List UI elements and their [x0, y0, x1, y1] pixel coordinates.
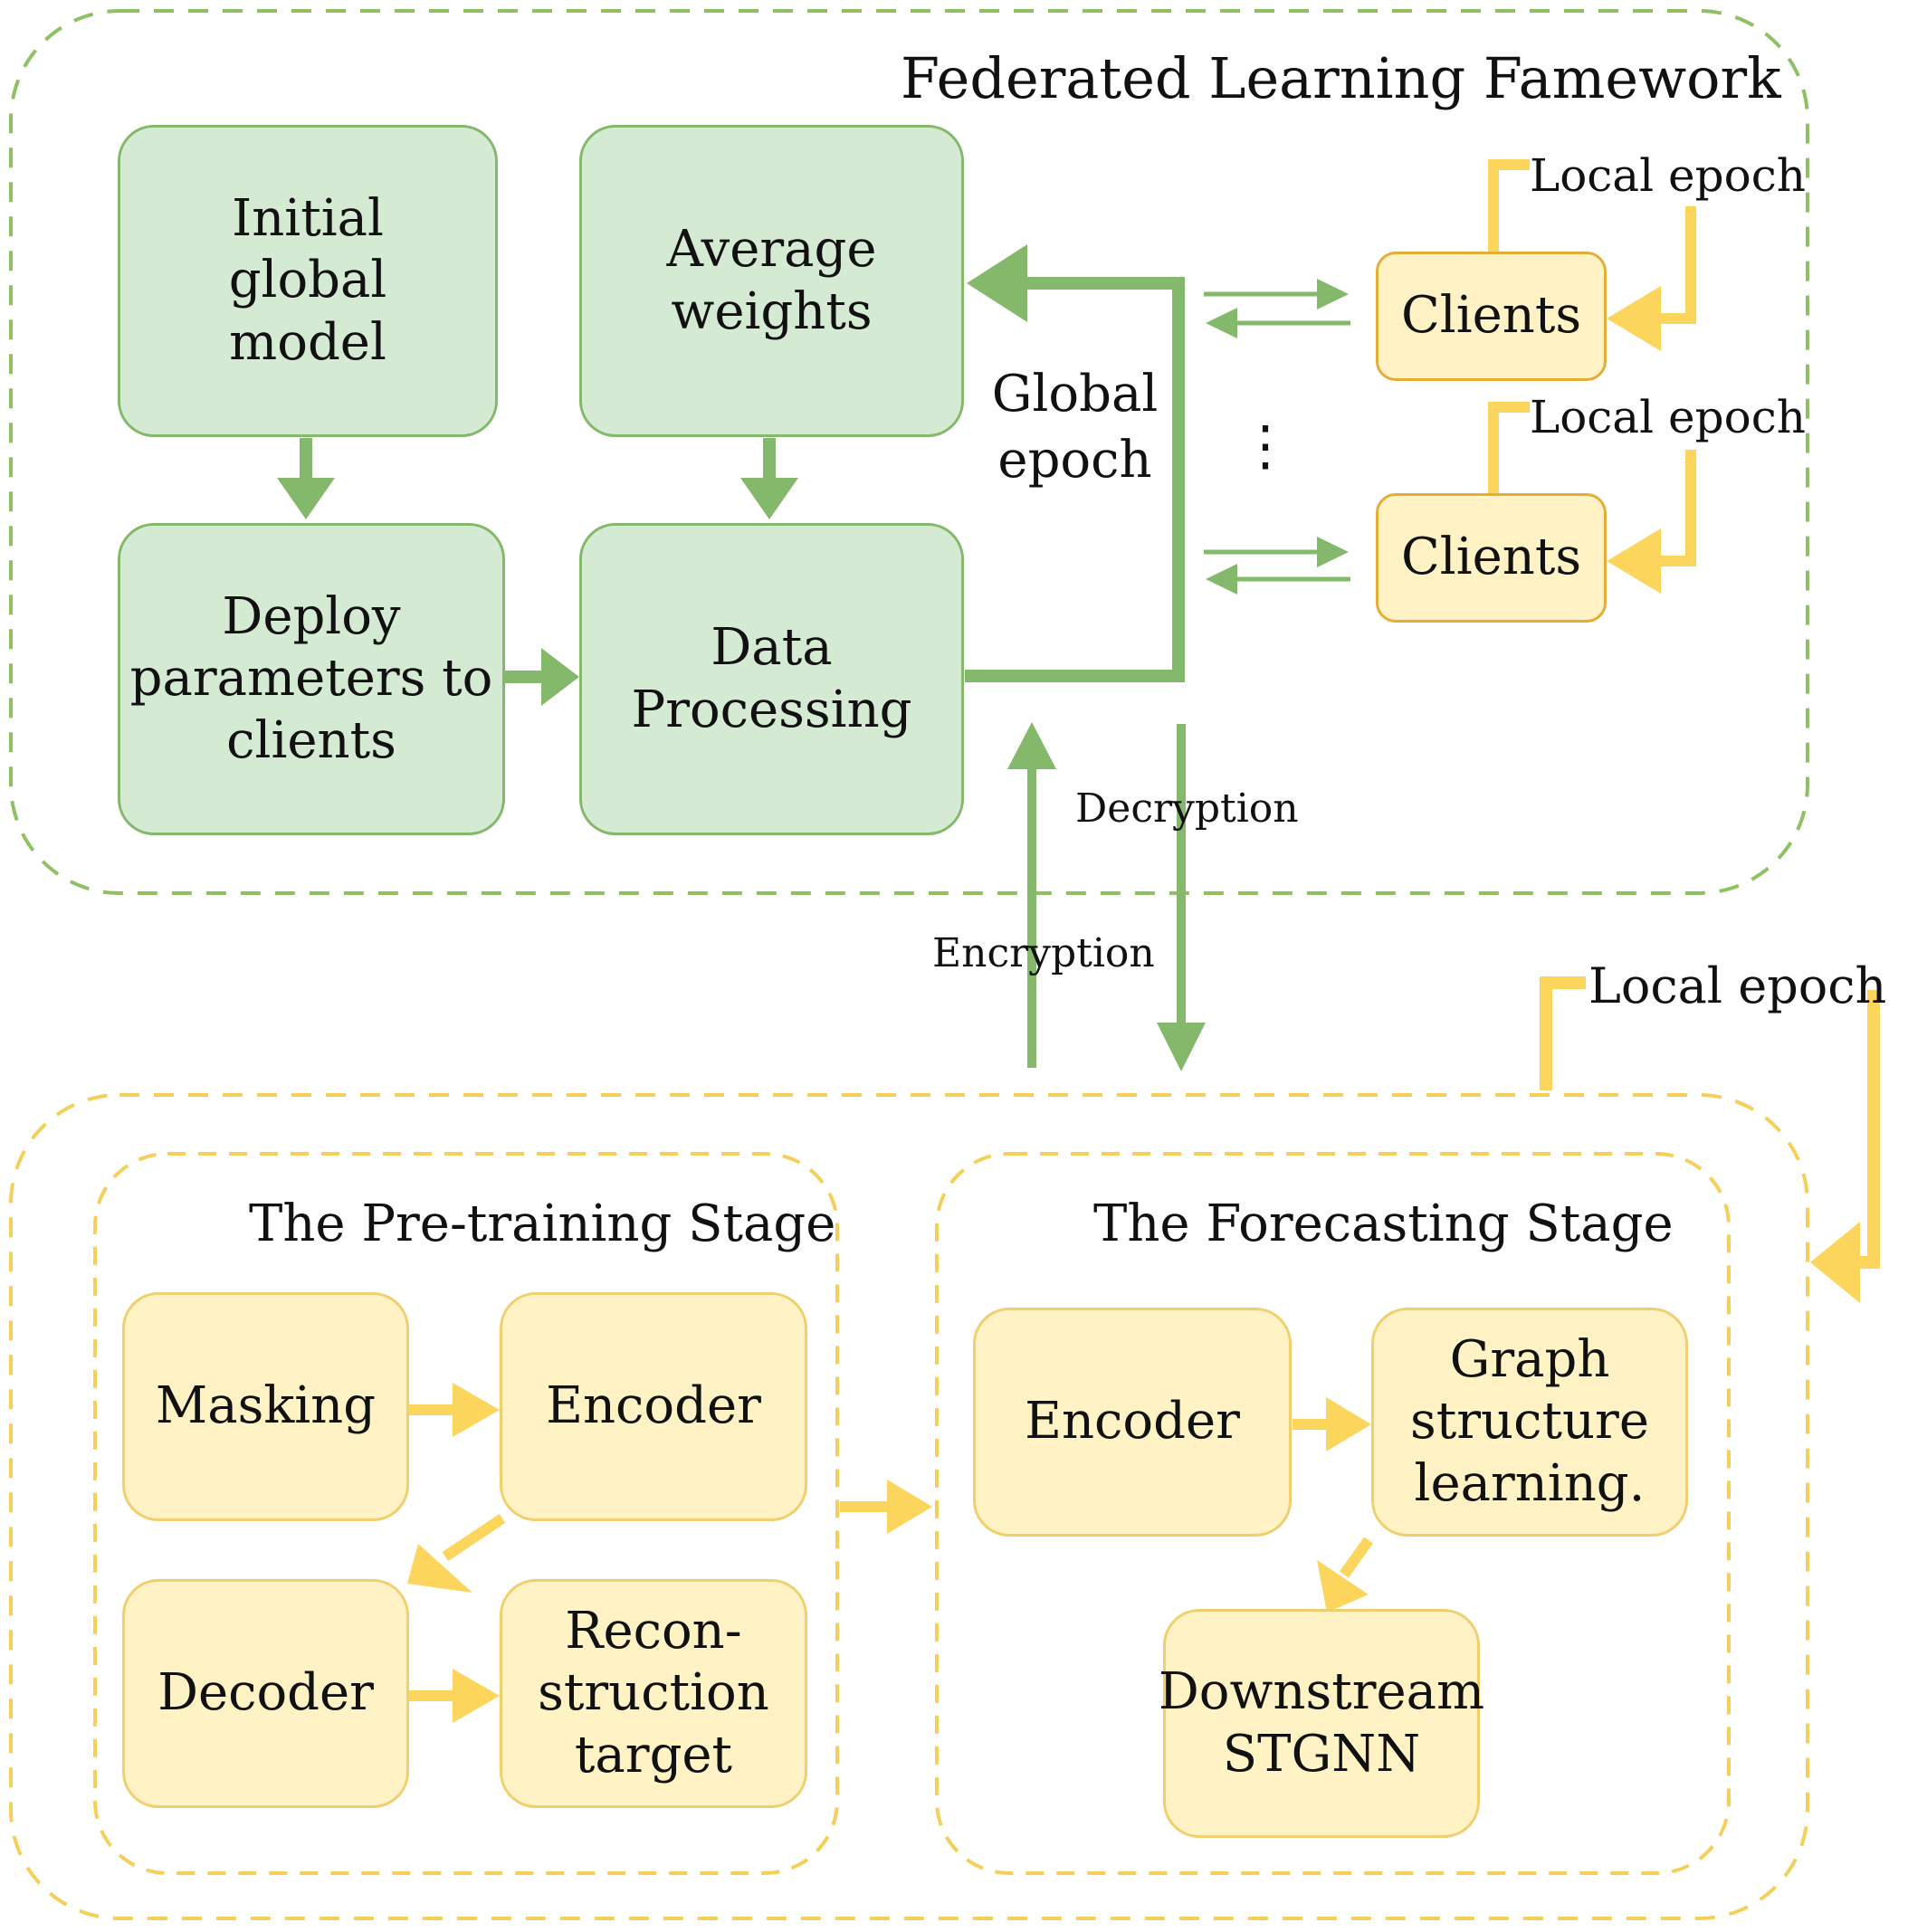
- pretraining-stage-container: [93, 1152, 839, 1875]
- pretraining-encoder-box: Encoder: [500, 1292, 807, 1521]
- global-epoch-loop-head: [967, 244, 1027, 322]
- local-stage-epoch-head: [1810, 1222, 1860, 1303]
- exchange-arrow-in-1-head: [1206, 308, 1237, 338]
- exchange-arrow-in-2-head: [1206, 564, 1237, 595]
- federated-framework-container: [9, 9, 1809, 895]
- graph-structure-learning-label: Graph structure learning.: [1410, 1330, 1649, 1513]
- client-1-local-epoch-return: [1656, 206, 1696, 324]
- global-epoch-loop: [965, 277, 1185, 682]
- decoder-box: Decoder: [122, 1579, 409, 1808]
- client-2-local-epoch-head: [1607, 528, 1661, 594]
- reconstruction-target-box: Recon- struction target: [500, 1579, 807, 1808]
- arrow-deploy-to-data-head: [541, 648, 579, 706]
- pretraining-encoder-label: Encoder: [546, 1376, 761, 1436]
- arrow-encoder-to-graph-head: [1326, 1397, 1371, 1451]
- reconstruction-target-label: Recon- struction target: [538, 1602, 769, 1784]
- local-stage-epoch-return: [1851, 990, 1880, 1269]
- forecasting-stage-title: The Forecasting Stage: [1093, 1194, 1674, 1253]
- arrow-graph-to-downstream: [1340, 1537, 1373, 1578]
- client-2-local-epoch-label: Local epoch: [1530, 391, 1806, 443]
- decryption-label: Decryption: [1075, 785, 1299, 832]
- clients-ellipsis: ⋮: [1238, 414, 1293, 478]
- local-stage-epoch-label: Local epoch: [1588, 957, 1887, 1014]
- data-processing-box: Data Processing: [579, 523, 964, 835]
- exchange-arrow-out-2-head: [1317, 537, 1349, 567]
- masking-label: Masking: [155, 1376, 377, 1436]
- initial-global-model-box: Initial global model: [118, 125, 498, 437]
- average-weights-box: Average weights: [579, 125, 964, 437]
- graph-structure-learning-box: Graph structure learning.: [1371, 1308, 1688, 1537]
- client-1-local-epoch-label: Local epoch: [1530, 149, 1806, 202]
- average-weights-label: Average weights: [666, 220, 877, 341]
- global-epoch-label: Global epoch: [991, 365, 1159, 490]
- downstream-stgnn-label: Downstream STGNN: [1158, 1662, 1485, 1784]
- arrow-encoder-to-decoder-head: [407, 1544, 472, 1593]
- decryption-arrow-head: [1157, 1023, 1206, 1071]
- local-stage-epoch-loop: [1540, 976, 1586, 1090]
- arrow-graph-to-downstream-head: [1317, 1560, 1369, 1613]
- arrow-masking-to-encoder-head: [453, 1383, 500, 1437]
- deploy-parameters-box: Deploy parameters to clients: [118, 523, 505, 835]
- client-box-2: Clients: [1376, 493, 1607, 623]
- arrow-decoder-to-recon-head: [453, 1669, 500, 1723]
- data-processing-label: Data Processing: [631, 618, 912, 739]
- arrow-initial-to-deploy-head: [277, 478, 335, 519]
- deploy-parameters-label: Deploy parameters to clients: [129, 587, 493, 770]
- client-1-local-epoch-head: [1607, 286, 1661, 351]
- downstream-stgnn-box: Downstream STGNN: [1159, 1609, 1484, 1838]
- client-2-local-epoch-return: [1656, 450, 1696, 566]
- client-label-1: Clients: [1400, 286, 1582, 346]
- encryption-arrow-head: [1007, 722, 1056, 769]
- client-box-1: Clients: [1376, 252, 1607, 381]
- initial-global-model-label: Initial global model: [228, 189, 387, 372]
- forecasting-encoder-label: Encoder: [1025, 1392, 1240, 1451]
- forecasting-encoder-box: Encoder: [973, 1308, 1292, 1537]
- client-1-local-epoch-loop: [1488, 159, 1530, 252]
- local-training-container: [9, 1093, 1809, 1920]
- exchange-arrow-out-1-head: [1317, 279, 1349, 309]
- arrow-pretraining-to-forecasting-head: [887, 1480, 932, 1534]
- forecasting-stage-container: [935, 1152, 1731, 1875]
- arrow-encoder-to-decoder: [442, 1514, 506, 1561]
- masking-box: Masking: [122, 1292, 409, 1521]
- framework-title: Federated Learning Famework: [901, 45, 1781, 111]
- client-label-2: Clients: [1400, 528, 1582, 587]
- encryption-label: Encryption: [932, 930, 1155, 976]
- pretraining-stage-title: The Pre-training Stage: [249, 1194, 836, 1253]
- decoder-label: Decoder: [157, 1663, 374, 1723]
- arrow-average-to-data-head: [740, 478, 798, 519]
- client-2-local-epoch-loop: [1488, 402, 1530, 493]
